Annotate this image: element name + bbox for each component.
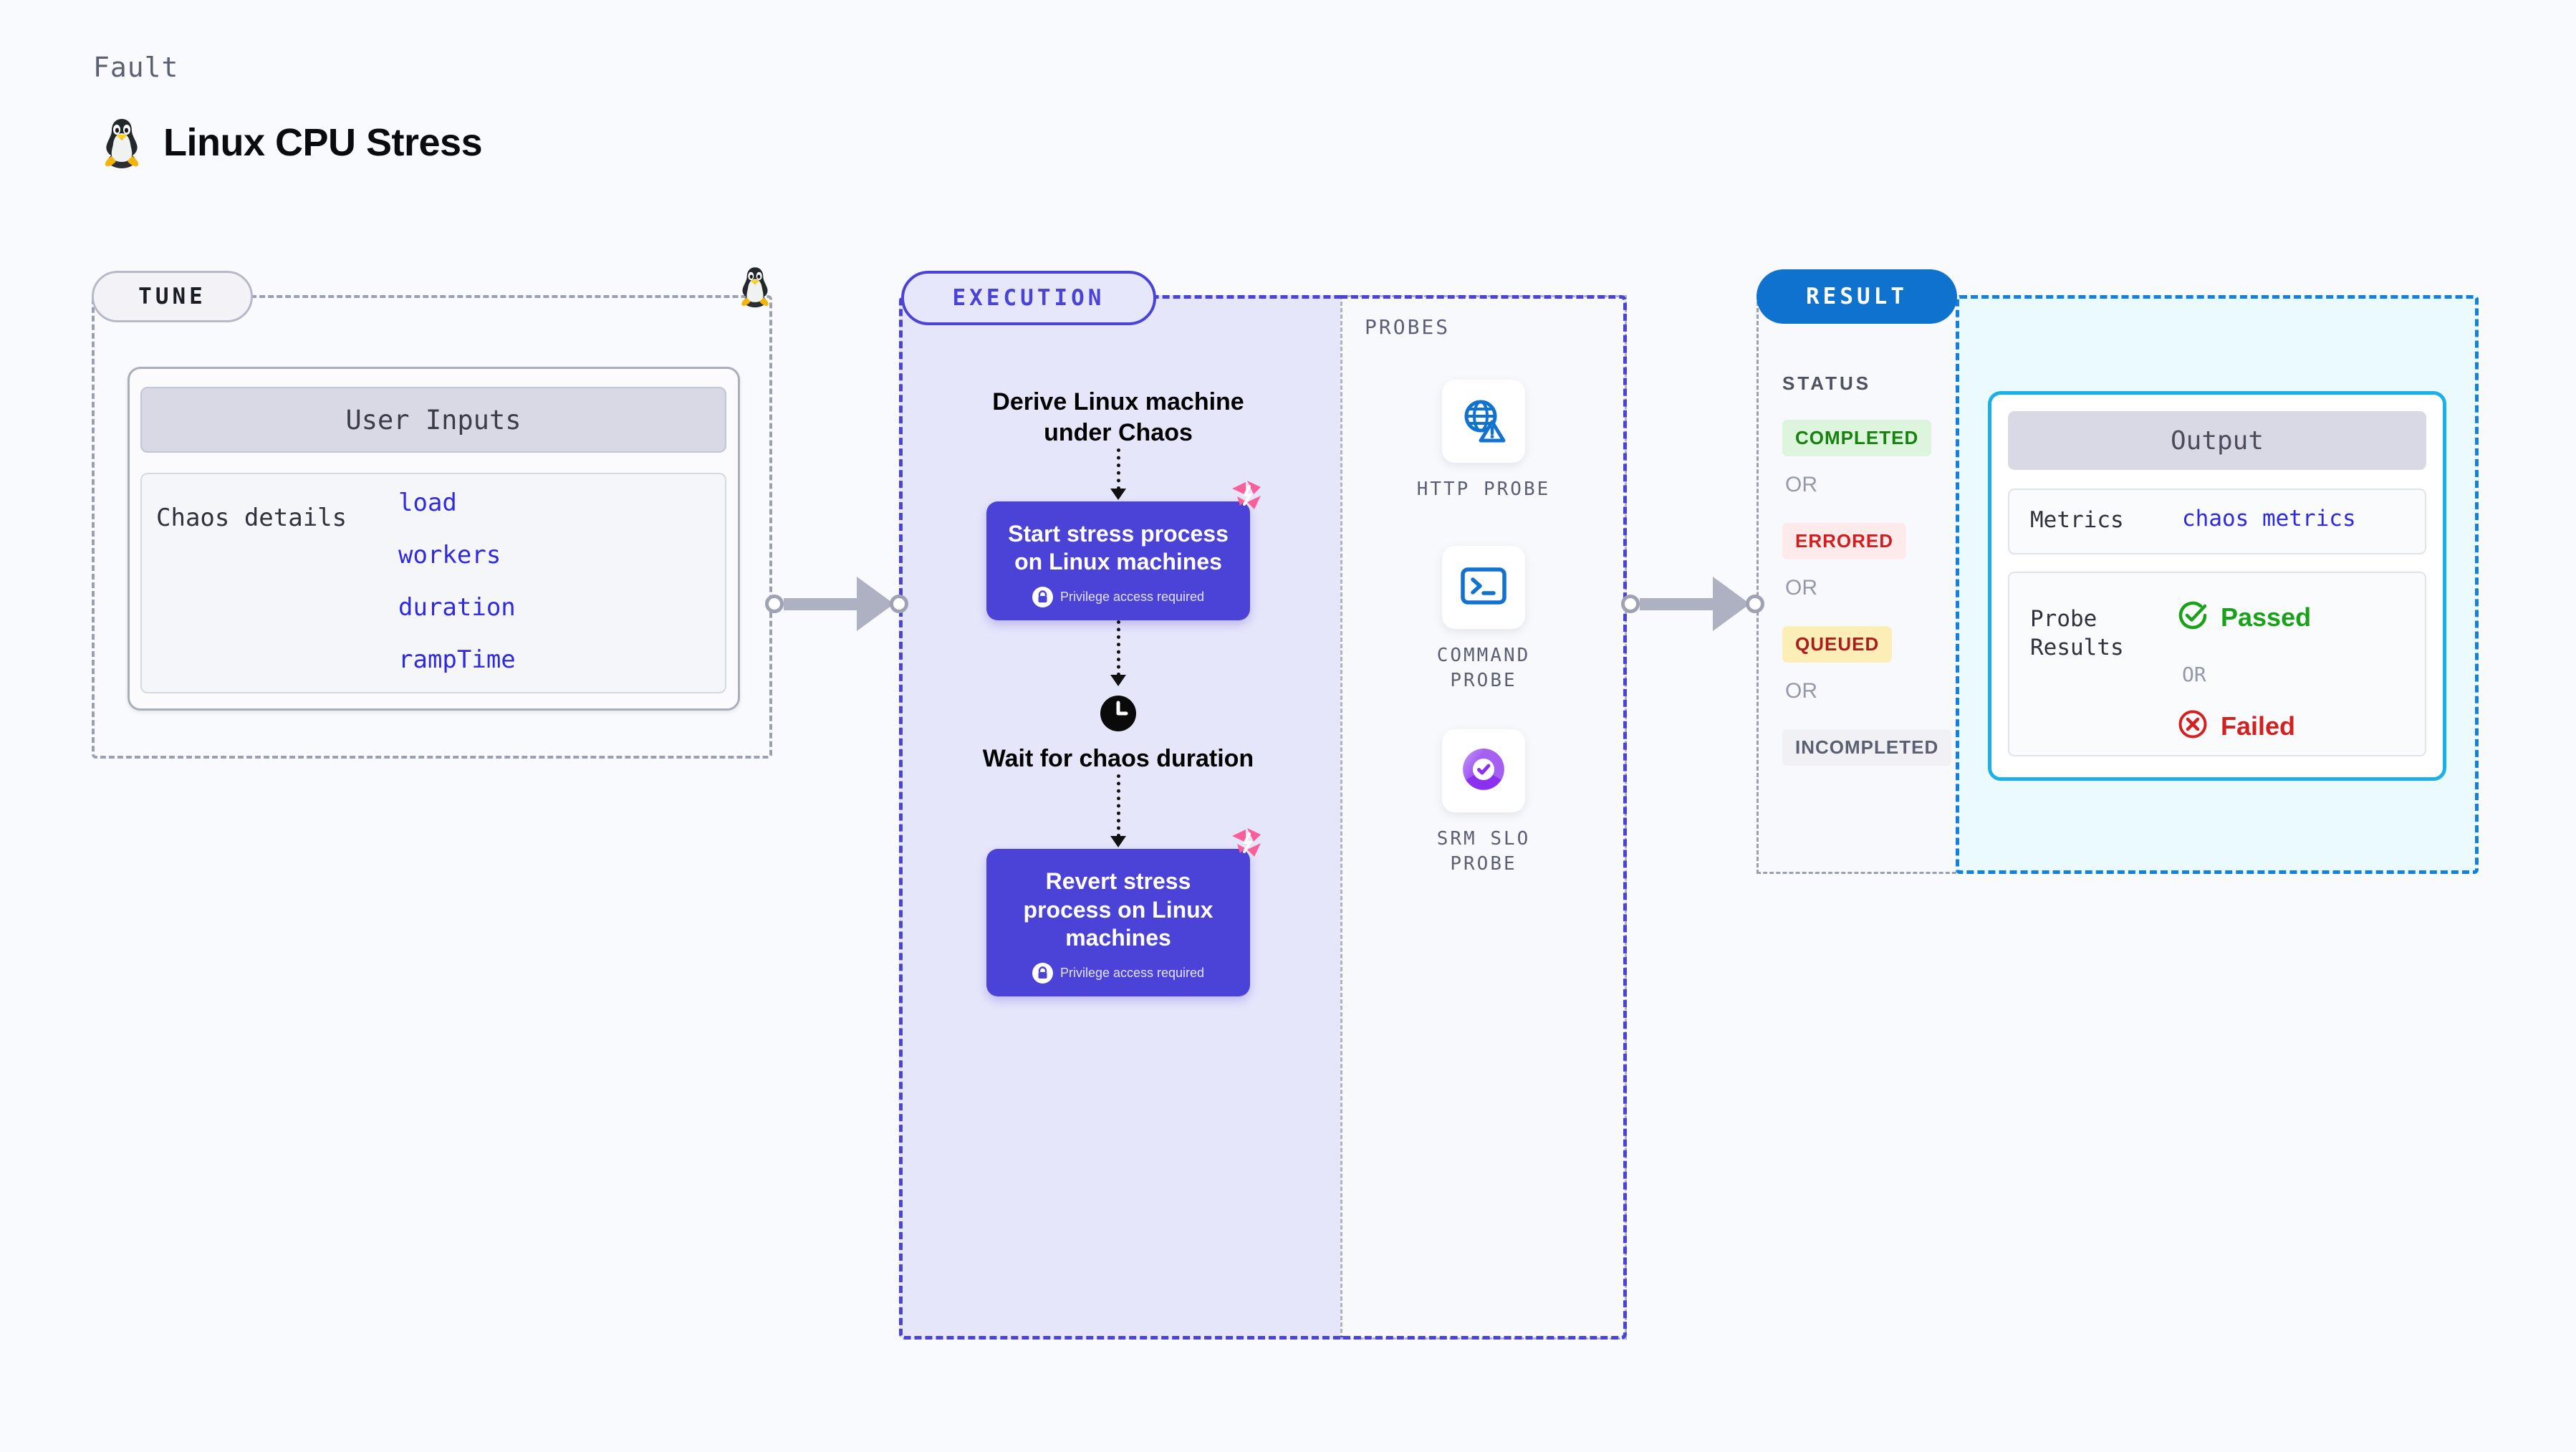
connector-shaft [784,597,857,610]
node-privilege-note: Privilege access required [1002,962,1234,984]
connector-end-dot [1746,595,1764,613]
status-or-1: OR [1785,473,1817,496]
status-title: STATUS [1782,372,1872,394]
connector-arrowhead [1713,577,1750,631]
tux-penguin-icon [99,116,145,169]
connector-end-dot [890,595,908,613]
page-title: Linux CPU Stress [163,121,483,164]
flow-arrow-3 [969,774,1268,849]
user-inputs-header: User Inputs [140,387,726,453]
flow-arrow-1 [969,448,1268,501]
clock-icon [969,695,1268,732]
status-or-3: OR [1785,679,1817,703]
probe-card [1442,729,1525,812]
tune-pill[interactable]: TUNE [92,271,253,322]
node-title: Revert stress process on Linux machines [1023,867,1213,951]
metrics-label: Metrics [2030,507,2124,533]
flow-arrow-2 [969,620,1268,688]
page-title-row: Linux CPU Stress [99,116,483,169]
chaos-param-list: load workers duration rampTime [398,489,516,698]
node-title: Start stress process on Linux machines [1008,520,1229,575]
check-circle-icon [2178,600,2208,634]
lock-icon [1032,962,1053,984]
failed-label: Failed [2221,711,2296,741]
probe-result-passed: Passed [2178,600,2311,634]
connector-start-dot [1621,595,1640,613]
output-probe-results-row [2008,572,2426,756]
x-circle-icon [2178,709,2208,743]
tux-penguin-border-icon [736,265,774,312]
connector-start-dot [765,595,784,613]
connector-tune-to-execution [765,575,908,633]
step-start-stress-node[interactable]: Start stress process on Linux machines P… [986,480,1261,620]
chaos-details-box [140,473,726,693]
output-metrics-row [2008,489,2426,554]
step-derive-machine: Derive Linux machine under Chaos [992,388,1244,446]
page-kicker: Fault [93,52,179,83]
param-duration: duration [398,593,516,622]
chaos-mark-icon [1230,826,1263,862]
chaos-details-label: Chaos details [156,504,347,532]
status-badge-incompleted: INCOMPLETED [1782,729,1952,766]
probe-label: SRM SLO PROBE [1436,828,1531,875]
execution-pill[interactable]: EXECUTION [901,271,1156,325]
probe-command[interactable]: COMMAND PROBE [1401,546,1566,693]
globe-warning-icon [1460,396,1507,447]
probe-label: COMMAND PROBE [1436,645,1531,692]
param-ramptime: rampTime [398,645,516,674]
slo-donut-check-icon [1460,746,1507,797]
probe-result-or: OR [2182,663,2206,686]
output-header: Output [2008,411,2426,470]
status-badge-completed: COMPLETED [1782,420,1932,456]
node-privilege-note: Privilege access required [1002,587,1234,607]
status-badge-errored: ERRORED [1782,523,1907,559]
connector-shaft [1640,597,1713,610]
param-load: load [398,489,457,517]
result-pill[interactable]: RESULT [1756,269,1957,324]
lock-icon [1032,587,1053,607]
terminal-icon [1461,567,1506,608]
chaos-mark-icon [1230,479,1263,515]
step-revert-stress-node[interactable]: Revert stress process on Linux machines … [986,827,1261,996]
step-wait-duration: Wait for chaos duration [982,745,1254,772]
tune-region [92,295,772,759]
probes-region [1340,295,1627,1340]
metrics-value: chaos metrics [2182,506,2356,532]
probe-card [1442,380,1525,463]
status-or-2: OR [1785,576,1817,600]
probe-result-failed: Failed [2178,709,2295,743]
execution-flow: Derive Linux machine under Chaos Start s… [969,387,1268,996]
connector-arrowhead [857,577,894,631]
privilege-note-text: Privilege access required [1059,965,1205,980]
status-badge-queued: QUEUED [1782,626,1893,663]
probe-http[interactable]: HTTP PROBE [1401,380,1566,502]
passed-label: Passed [2221,602,2312,632]
privilege-note-text: Privilege access required [1059,590,1205,604]
probe-srm-slo[interactable]: SRM SLO PROBE [1401,729,1566,877]
connector-execution-to-result [1621,575,1764,633]
probe-label: HTTP PROBE [1416,479,1551,500]
probe-card [1442,546,1525,629]
param-workers: workers [398,541,501,569]
probes-title: PROBES [1365,315,1451,339]
